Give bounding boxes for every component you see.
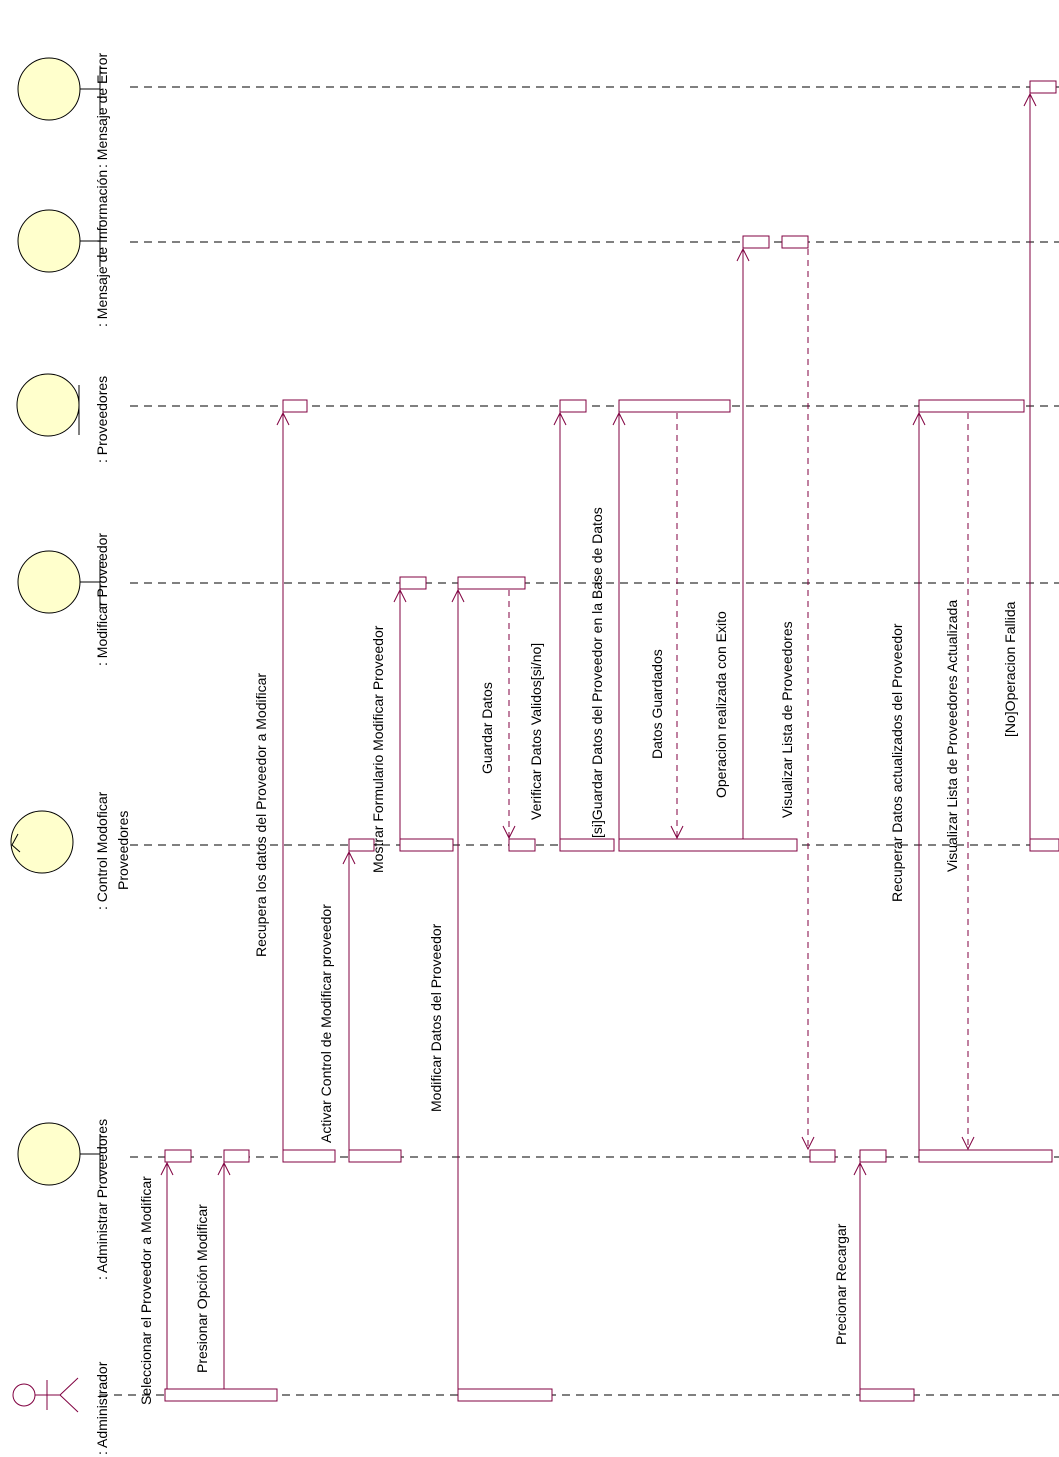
message-arrow bbox=[451, 588, 465, 1389]
participant-label: : Administrador bbox=[94, 1361, 110, 1455]
activation-box bbox=[559, 838, 615, 852]
message-labels: Seleccionar el Proveedor a Modificar Pre… bbox=[138, 507, 1018, 1405]
message-arrow bbox=[612, 411, 626, 839]
activation-box bbox=[859, 1149, 887, 1163]
entity-icon bbox=[16, 373, 80, 437]
control-icon bbox=[10, 810, 74, 874]
activation-box bbox=[508, 838, 536, 852]
participant-label: : Mensaje de Información bbox=[94, 170, 110, 327]
message-arrow bbox=[912, 411, 926, 1150]
message-label: [No]Operacion Fallida bbox=[1002, 601, 1018, 737]
activation-box bbox=[918, 399, 1025, 413]
message-label: Visualizar Lista de Proveedores Actualiz… bbox=[944, 600, 960, 872]
activation-box bbox=[164, 1149, 192, 1163]
participant-labels: : Administrador : Administrar Proveedore… bbox=[94, 53, 131, 1455]
messages bbox=[160, 92, 1037, 1389]
activation-box bbox=[1029, 838, 1059, 852]
message-label: Operacion realizada con Exito bbox=[713, 611, 729, 798]
message-label: Precionar Recargar bbox=[833, 1223, 849, 1345]
message-label: Modificar Datos del Proveedor bbox=[428, 923, 444, 1112]
lifelines bbox=[100, 86, 1059, 1396]
activation-box bbox=[348, 838, 375, 852]
message-label: [si]Guardar Datos del Proveedor en la Ba… bbox=[589, 507, 605, 838]
activation-box bbox=[457, 576, 526, 590]
message-label: Guardar Datos bbox=[479, 682, 495, 774]
participant-label: Proveedores bbox=[115, 811, 131, 890]
activation-box bbox=[809, 1149, 836, 1163]
activations bbox=[164, 80, 1059, 1402]
activation-box bbox=[457, 1388, 553, 1402]
boundary-icon bbox=[17, 550, 101, 614]
message-arrow bbox=[670, 413, 684, 840]
message-arrow bbox=[393, 588, 407, 839]
participant-label: : Modificar Proveedor bbox=[94, 533, 110, 666]
message-arrow bbox=[961, 413, 975, 1151]
activation-box bbox=[559, 399, 587, 413]
activation-box bbox=[399, 576, 427, 590]
boundary-icon bbox=[17, 209, 101, 273]
message-label: Visualizar Lista de Proveedores bbox=[779, 621, 795, 818]
message-label: Datos Guardados bbox=[649, 649, 665, 759]
message-label: Verificar Datos Validos[si/no] bbox=[528, 643, 544, 820]
participant-label: : Administrar Proveedores bbox=[94, 1119, 110, 1280]
activation-box bbox=[348, 1149, 402, 1163]
activation-box bbox=[859, 1388, 915, 1402]
message-label: Seleccionar el Proveedor a Modificar bbox=[138, 1176, 154, 1405]
activation-box bbox=[223, 1149, 250, 1163]
activation-box bbox=[164, 1388, 278, 1402]
message-arrow bbox=[801, 249, 815, 1151]
message-arrow bbox=[276, 411, 290, 1150]
participant-label: : Control Modoficar bbox=[94, 791, 110, 910]
activation-box bbox=[918, 1149, 1053, 1163]
activation-box bbox=[282, 399, 308, 413]
message-arrow bbox=[553, 411, 567, 839]
activation-box bbox=[399, 838, 454, 852]
message-label: Recupera los datos del Proveedor a Modif… bbox=[253, 673, 269, 957]
message-label: Mostrar Formulario Modificar Proveedor bbox=[370, 625, 386, 873]
activation-box bbox=[618, 838, 798, 852]
boundary-icon bbox=[17, 1122, 101, 1186]
activation-box bbox=[282, 1149, 336, 1163]
activation-box bbox=[742, 235, 770, 249]
participant-label: : Proveedores bbox=[94, 376, 110, 463]
message-arrow bbox=[736, 247, 750, 839]
message-arrow bbox=[217, 1161, 231, 1389]
actor-icon bbox=[12, 1377, 79, 1413]
message-arrow bbox=[342, 850, 356, 1150]
activation-box bbox=[781, 235, 809, 249]
message-label: Activar Control de Modificar proveedor bbox=[318, 904, 334, 1143]
activation-box bbox=[1029, 80, 1057, 94]
message-label: Recuperar Datos actualizados del Proveed… bbox=[889, 623, 905, 902]
message-arrow bbox=[1023, 92, 1037, 839]
boundary-icon bbox=[17, 57, 101, 121]
participant-label: : Mensaje de Error bbox=[94, 53, 110, 168]
activation-box bbox=[618, 399, 731, 413]
message-arrow bbox=[160, 1161, 174, 1389]
message-label: Presionar Opción Modificar bbox=[194, 1204, 210, 1373]
message-arrow bbox=[502, 590, 516, 840]
message-arrow bbox=[853, 1161, 867, 1389]
